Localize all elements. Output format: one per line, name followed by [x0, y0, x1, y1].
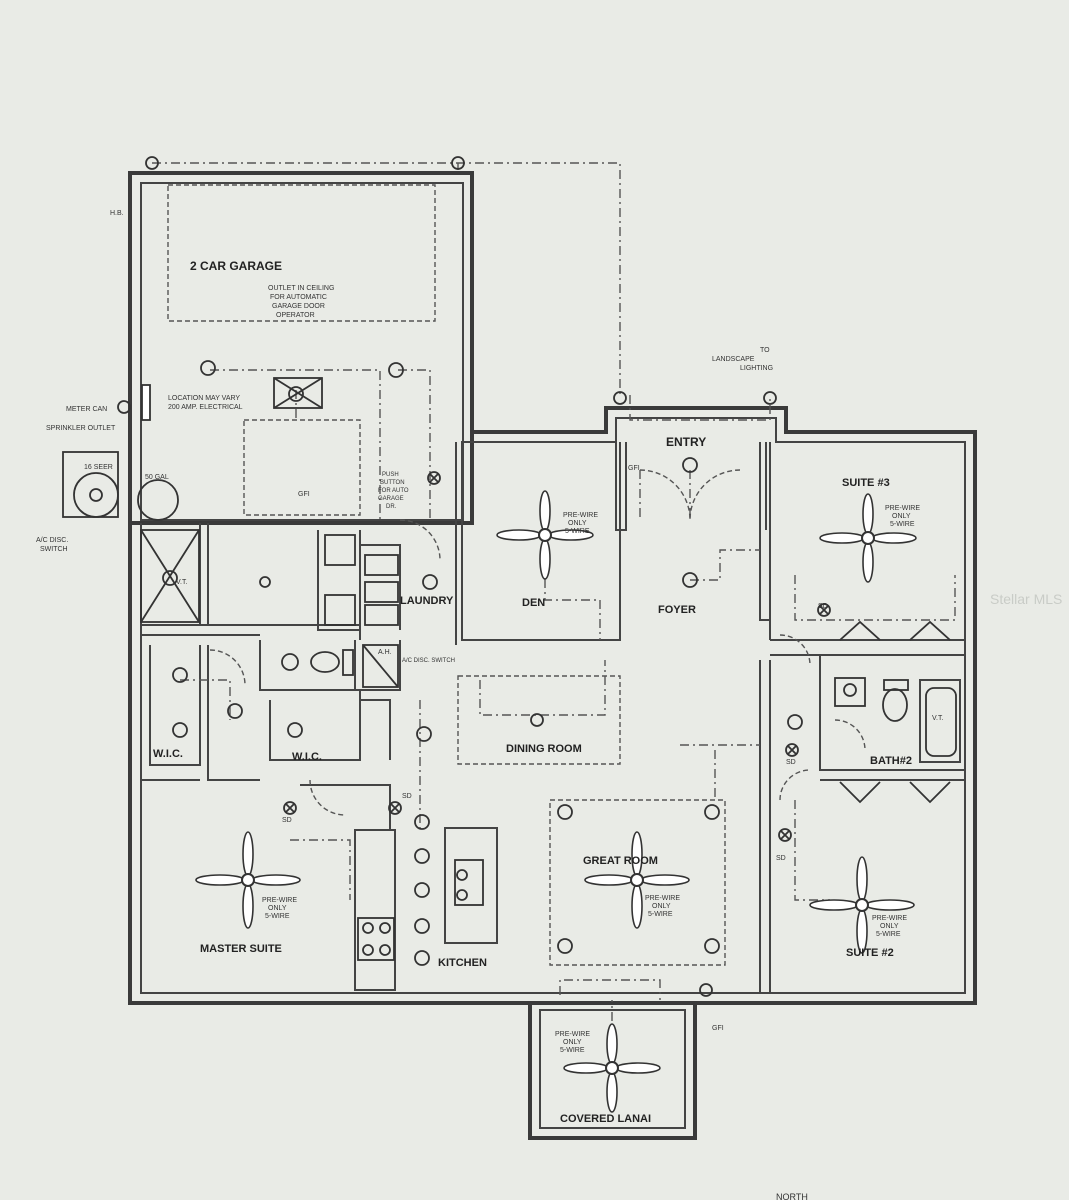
plan-notes: OUTLET IN CEILING FOR AUTOMATIC GARAGE D… — [36, 210, 943, 1032]
label-wic2: W.I.C. — [292, 751, 322, 763]
label-laundry: LAUNDRY — [400, 595, 454, 607]
fixtures — [62, 377, 957, 961]
note-vt-tub: V.T. — [932, 715, 943, 722]
prewire-great-1: PRE-WIRE — [645, 895, 680, 902]
label-lanai: COVERED LANAI — [560, 1113, 651, 1125]
prewire-great-2: ONLY — [652, 903, 671, 910]
prewire-s2-1: PRE-WIRE — [872, 915, 907, 922]
prewire-great-3: 5-WIRE — [648, 911, 673, 918]
label-kitchen: KITCHEN — [438, 957, 487, 969]
closet-bifold-doors — [839, 620, 951, 804]
note-push-5: DR. — [386, 504, 397, 510]
note-gal: 50 GAL — [145, 474, 169, 481]
label-wic1: W.I.C. — [153, 748, 183, 760]
door-swings — [209, 469, 866, 816]
note-location-2: 200 AMP. ELECTRICAL — [168, 404, 243, 411]
note-sd-suite3: SD — [818, 603, 828, 610]
label-bath2: BATH#2 — [870, 755, 912, 767]
label-den: DEN — [522, 597, 545, 609]
note-garage-outlet-4: OPERATOR — [276, 312, 315, 319]
prewire-lanai-2: ONLY — [563, 1039, 582, 1046]
label-master: MASTER SUITE — [200, 943, 282, 955]
note-sd-suite2: SD — [776, 855, 786, 862]
note-ac-disc-2: SWITCH — [40, 546, 68, 553]
note-landscape-2: LANDSCAPE — [712, 356, 755, 363]
prewire-s2-3: 5-WIRE — [876, 931, 901, 938]
smoke-detectors — [283, 471, 831, 842]
note-push-3: FOR AUTO — [378, 488, 409, 494]
note-sd-hall: SD — [402, 793, 412, 800]
note-landscape-1: TO — [760, 347, 770, 354]
note-gfi-garage: GFI — [298, 491, 310, 498]
prewire-lanai-3: 5-WIRE — [560, 1047, 585, 1054]
prewire-lanai-1: PRE-WIRE — [555, 1031, 590, 1038]
watermark: Stellar MLS — [990, 591, 1062, 607]
note-location-1: LOCATION MAY VARY — [168, 395, 240, 402]
prewire-den-1: PRE-WIRE — [563, 512, 598, 519]
note-garage-outlet-3: GARAGE DOOR — [272, 303, 325, 310]
label-dining: DINING ROOM — [506, 743, 582, 755]
note-meter: METER CAN — [66, 406, 107, 413]
label-great: GREAT ROOM — [583, 855, 658, 867]
note-push-2: BUTTON — [380, 480, 405, 486]
note-ahu: A.H. — [378, 649, 392, 656]
prewire-s3-2: ONLY — [892, 513, 911, 520]
note-hb: H.B. — [110, 210, 124, 217]
note-gfi-lanai: GFI — [712, 1025, 724, 1032]
note-ac-disc-small: A/C DISC. SWITCH — [402, 658, 455, 664]
prewire-s2-2: ONLY — [880, 923, 899, 930]
note-gfi-entry: GFI — [628, 465, 640, 472]
label-suite2: SUITE #2 — [846, 947, 894, 959]
note-seer: 16 SEER — [84, 464, 113, 471]
prewire-s3-3: 5-WIRE — [890, 521, 915, 528]
light-fixtures — [145, 156, 803, 997]
label-garage: 2 CAR GARAGE — [190, 259, 282, 273]
ceiling-fans — [195, 490, 917, 1113]
note-sd-master: SD — [282, 817, 292, 824]
exterior-walls — [128, 171, 977, 1140]
prewire-notes: PRE-WIRE ONLY 5-WIRE PRE-WIRE ONLY 5-WIR… — [262, 505, 920, 1054]
interior-walls — [141, 442, 965, 993]
note-push-4: GARAGE — [378, 496, 404, 502]
prewire-master-2: ONLY — [268, 905, 287, 912]
prewire-s3-1: PRE-WIRE — [885, 505, 920, 512]
note-garage-outlet-2: FOR AUTOMATIC — [270, 294, 327, 301]
prewire-master-1: PRE-WIRE — [262, 897, 297, 904]
circuit-lines — [152, 162, 956, 1040]
label-suite3: SUITE #3 — [842, 477, 890, 489]
prewire-den-2: ONLY — [568, 520, 587, 527]
note-sd-bath2: SD — [786, 759, 796, 766]
note-garage-outlet-1: OUTLET IN CEILING — [268, 285, 334, 292]
prewire-master-3: 5-WIRE — [265, 913, 290, 920]
note-landscape-3: LIGHTING — [740, 365, 773, 372]
label-foyer: FOYER — [658, 604, 696, 616]
note-push-1: PUSH — [382, 472, 399, 478]
note-sprinkler: SPRINKLER OUTLET — [46, 425, 116, 432]
label-entry: ENTRY — [666, 435, 706, 449]
prewire-den-3: 5-WIRE — [565, 528, 590, 535]
note-vt-shower: V.T. — [176, 579, 187, 586]
room-labels: 2 CAR GARAGE ENTRY SUITE #3 DEN FOYER LA… — [153, 259, 912, 1125]
note-ac-disc-1: A/C DISC. — [36, 537, 68, 544]
north-label: NORTH — [776, 1192, 808, 1200]
